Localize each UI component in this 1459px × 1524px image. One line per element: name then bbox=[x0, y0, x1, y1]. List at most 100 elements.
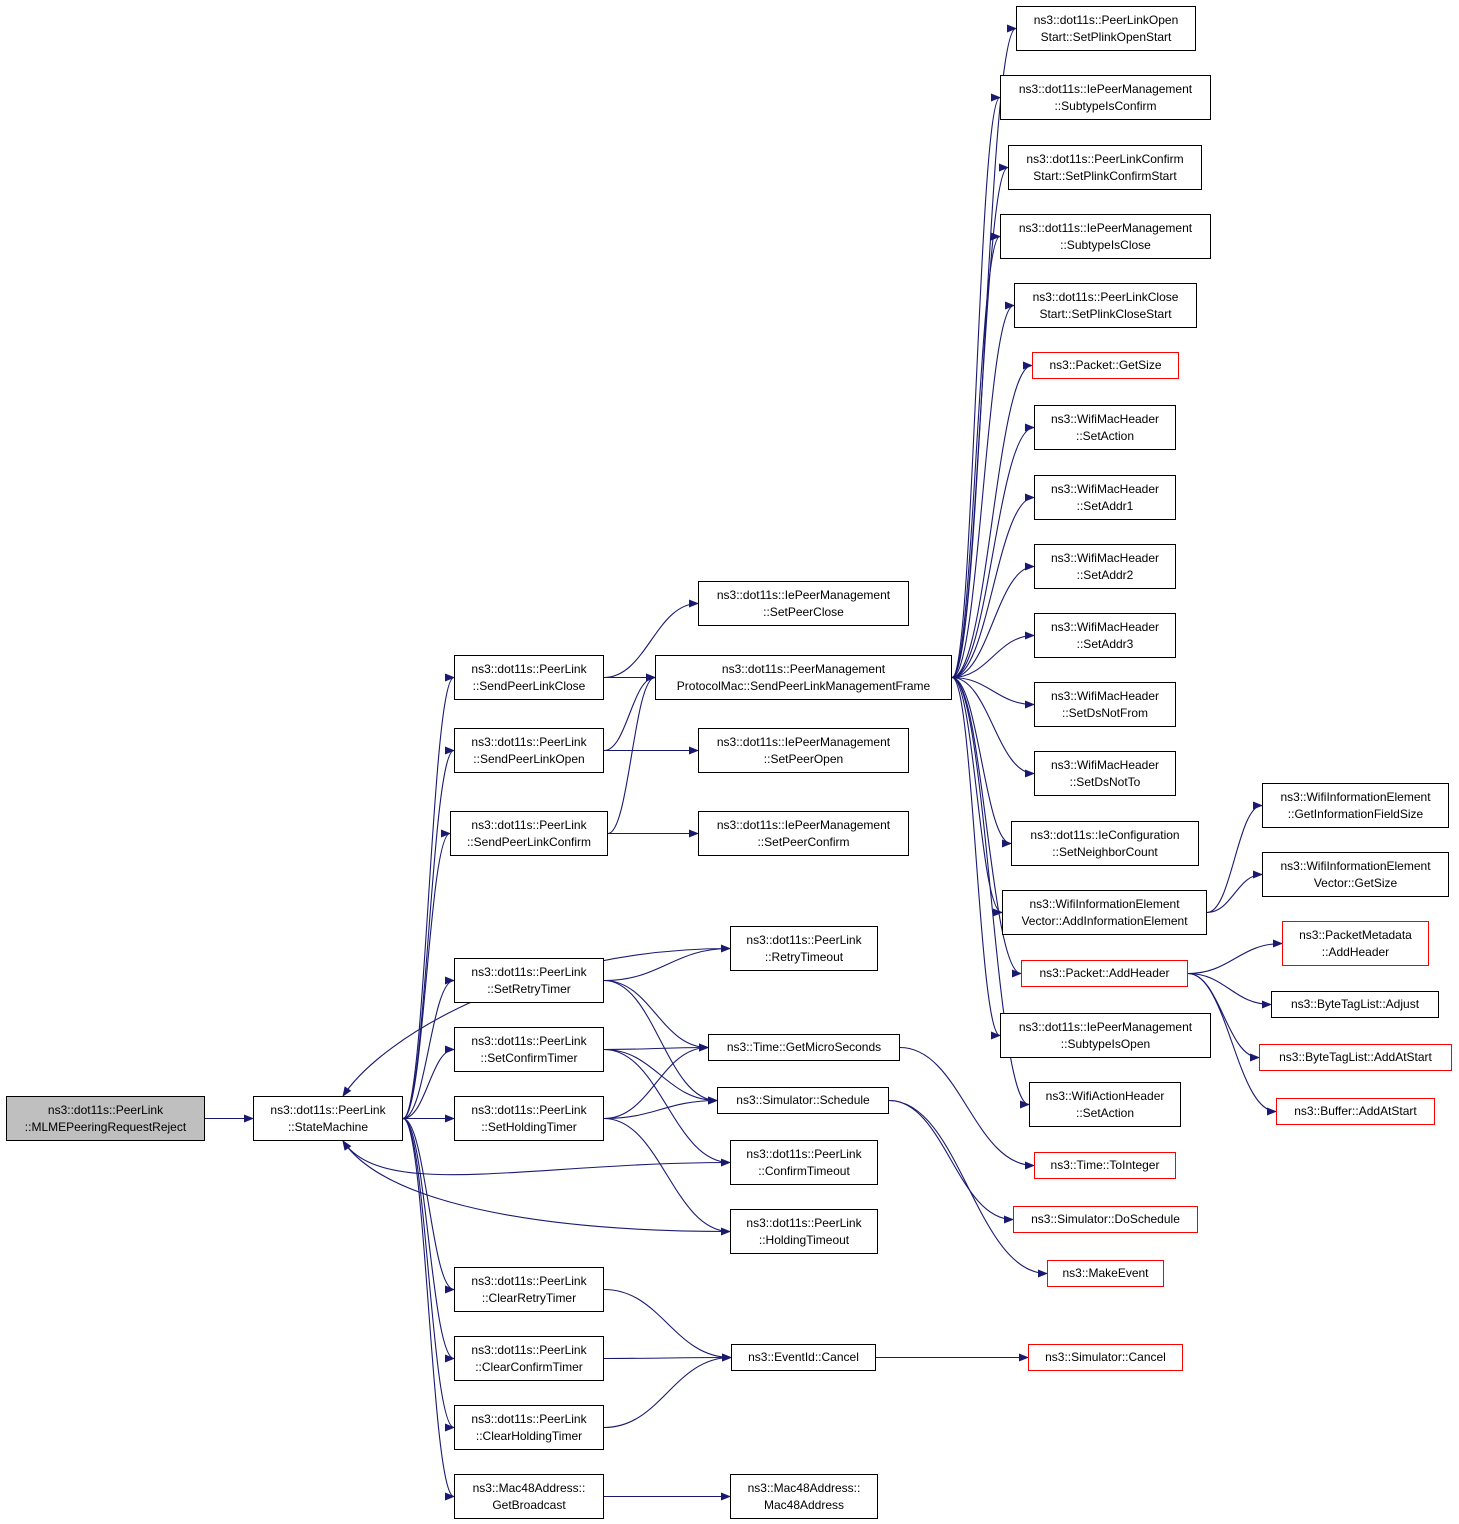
node-icsn[interactable]: ns3::dot11s::IeConfiguration::SetNeighbo… bbox=[1011, 821, 1199, 866]
node-label-line: ::GetInformationFieldSize bbox=[1287, 806, 1424, 821]
edge-sm-to-splo bbox=[402, 746, 455, 1120]
node-sm[interactable]: ns3::dot11s::PeerLink::StateMachine bbox=[253, 1096, 403, 1141]
node-wa2[interactable]: ns3::WifiMacHeader::SetAddr2 bbox=[1034, 544, 1176, 589]
edge-sm-to-cct bbox=[402, 1117, 455, 1363]
node-btla[interactable]: ns3::ByteTagList::Adjust bbox=[1271, 991, 1439, 1018]
node-label-line: ns3::dot11s::PeerLink bbox=[746, 1146, 862, 1161]
node-label-line: ::MLMEPeeringRequestReject bbox=[24, 1119, 187, 1134]
node-label-line: ns3::Time::ToInteger bbox=[1050, 1158, 1160, 1172]
edge-cct-to-evc bbox=[603, 1353, 732, 1362]
edge-splcf-to-pmp bbox=[607, 673, 656, 835]
node-label-line: ::RetryTimeout bbox=[764, 949, 844, 964]
node-ipmspc[interactable]: ns3::dot11s::IePeerManagement::SetPeerCl… bbox=[698, 581, 909, 626]
node-stio[interactable]: ns3::dot11s::IePeerManagement::SubtypeIs… bbox=[1000, 1013, 1211, 1058]
node-label-line: GetBroadcast bbox=[492, 1497, 566, 1512]
node-label-line: ::ConfirmTimeout bbox=[758, 1163, 850, 1178]
edge-hto-to-sm bbox=[342, 1140, 731, 1233]
node-label-line: ns3::dot11s::PeerLink bbox=[471, 1342, 587, 1357]
node-crt[interactable]: ns3::dot11s::PeerLink::ClearRetryTimer bbox=[454, 1267, 604, 1312]
node-m48[interactable]: ns3::Mac48Address::Mac48Address bbox=[730, 1474, 878, 1519]
node-label-line: ns3::dot11s::IePeerManagement bbox=[716, 587, 891, 602]
node-label-line: ns3::Buffer::AddAtStart bbox=[1294, 1104, 1417, 1118]
node-label-line: ns3::Mac48Address:: bbox=[747, 1480, 861, 1495]
node-label-line: ::ClearRetryTimer bbox=[481, 1290, 577, 1305]
edge-pmp-to-stio bbox=[951, 676, 1001, 1040]
node-label-line: ns3::dot11s::PeerLink bbox=[471, 964, 587, 979]
node-wa3[interactable]: ns3::WifiMacHeader::SetAddr3 bbox=[1034, 613, 1176, 658]
node-label-line: ns3::WifiMacHeader bbox=[1050, 757, 1160, 772]
node-label-line: ::SetRetryTimer bbox=[487, 981, 571, 996]
node-wdnf[interactable]: ns3::WifiMacHeader::SetDsNotFrom bbox=[1034, 682, 1176, 727]
node-wa1[interactable]: ns3::WifiMacHeader::SetAddr1 bbox=[1034, 475, 1176, 520]
node-srt[interactable]: ns3::dot11s::PeerLink::SetRetryTimer bbox=[454, 958, 604, 1003]
node-tti[interactable]: ns3::Time::ToInteger bbox=[1034, 1152, 1176, 1179]
node-wsa[interactable]: ns3::WifiMacHeader::SetAction bbox=[1034, 405, 1176, 450]
node-me[interactable]: ns3::MakeEvent bbox=[1047, 1260, 1164, 1287]
node-label-line: ns3::ByteTagList::Adjust bbox=[1290, 997, 1420, 1011]
node-label-line: ns3::WifiMacHeader bbox=[1050, 411, 1160, 426]
edge-pmp-to-wsa bbox=[951, 423, 1035, 679]
node-label-line: ns3::dot11s::PeerLinkClose bbox=[1032, 289, 1179, 304]
node-wgifs[interactable]: ns3::WifiInformationElement::GetInformat… bbox=[1262, 783, 1449, 828]
edge-splc-to-ipmspc bbox=[603, 599, 699, 679]
node-label-line: ns3::dot11s::PeerLink bbox=[471, 1273, 587, 1288]
node-cto[interactable]: ns3::dot11s::PeerLink::ConfirmTimeout bbox=[730, 1140, 878, 1185]
node-label-line: ns3::MakeEvent bbox=[1062, 1266, 1149, 1280]
node-stic[interactable]: ns3::dot11s::IePeerManagement::SubtypeIs… bbox=[1000, 75, 1211, 120]
node-label-line: ::AddHeader bbox=[1321, 944, 1390, 959]
edge-pmp-to-wa1 bbox=[951, 493, 1035, 679]
node-btlaas[interactable]: ns3::ByteTagList::AddAtStart bbox=[1259, 1044, 1452, 1071]
edge-pah-to-btla bbox=[1187, 972, 1272, 1009]
node-label-line: ns3::dot11s::PeerLink bbox=[471, 661, 587, 676]
node-sds[interactable]: ns3::Simulator::DoSchedule bbox=[1013, 1206, 1198, 1233]
node-rto[interactable]: ns3::dot11s::PeerLink::RetryTimeout bbox=[730, 926, 878, 971]
edge-cht-to-evc bbox=[603, 1353, 732, 1429]
node-label-line: ns3::dot11s::IePeerManagement bbox=[716, 817, 891, 832]
node-pah[interactable]: ns3::Packet::AddHeader bbox=[1021, 960, 1188, 987]
node-label-line: Vector::AddInformationElement bbox=[1021, 913, 1188, 928]
node-label-line: ::SubtypeIsOpen bbox=[1060, 1036, 1151, 1051]
edge-sht-to-gms bbox=[603, 1043, 709, 1120]
node-label-line: ns3::WifiInformationElement bbox=[1280, 789, 1431, 804]
node-cct[interactable]: ns3::dot11s::PeerLink::ClearConfirmTimer bbox=[454, 1336, 604, 1381]
edge-srt-to-rto bbox=[603, 944, 731, 982]
node-pgs[interactable]: ns3::Packet::GetSize bbox=[1032, 352, 1179, 379]
node-sched[interactable]: ns3::Simulator::Schedule bbox=[717, 1087, 889, 1114]
node-pmah[interactable]: ns3::PacketMetadata::AddHeader bbox=[1282, 921, 1429, 966]
node-gms[interactable]: ns3::Time::GetMicroSeconds bbox=[708, 1034, 900, 1061]
node-splo[interactable]: ns3::dot11s::PeerLink::SendPeerLinkOpen bbox=[454, 728, 604, 773]
node-sct[interactable]: ns3::dot11s::PeerLink::SetConfirmTimer bbox=[454, 1027, 604, 1072]
node-label-line: ns3::dot11s::IePeerManagement bbox=[1018, 1019, 1193, 1034]
node-label-line: ::HoldingTimeout bbox=[758, 1232, 850, 1247]
edge-pmp-to-wdnt bbox=[951, 676, 1035, 778]
node-label-line: ns3::dot11s::PeerLink bbox=[471, 1411, 587, 1426]
node-baas[interactable]: ns3::Buffer::AddAtStart bbox=[1276, 1098, 1435, 1125]
node-hto[interactable]: ns3::dot11s::PeerLink::HoldingTimeout bbox=[730, 1209, 878, 1254]
node-evc[interactable]: ns3::EventId::Cancel bbox=[731, 1344, 876, 1371]
node-gb[interactable]: ns3::Mac48Address::GetBroadcast bbox=[454, 1474, 604, 1519]
node-sc[interactable]: ns3::Simulator::Cancel bbox=[1028, 1344, 1183, 1371]
node-wahsa[interactable]: ns3::WifiActionHeader::SetAction bbox=[1029, 1082, 1181, 1127]
node-label-line: ::ClearHoldingTimer bbox=[475, 1428, 583, 1443]
node-wdnt[interactable]: ns3::WifiMacHeader::SetDsNotTo bbox=[1034, 751, 1176, 796]
node-label-line: ns3::dot11s::PeerLink bbox=[471, 1102, 587, 1117]
node-label-line: ns3::WifiMacHeader bbox=[1050, 688, 1160, 703]
node-cht[interactable]: ns3::dot11s::PeerLink::ClearHoldingTimer bbox=[454, 1405, 604, 1450]
node-splc[interactable]: ns3::dot11s::PeerLink::SendPeerLinkClose bbox=[454, 655, 604, 700]
edge-pah-to-pmah bbox=[1187, 939, 1283, 975]
node-splcf[interactable]: ns3::dot11s::PeerLink::SendPeerLinkConfi… bbox=[450, 811, 608, 856]
node-sticl[interactable]: ns3::dot11s::IePeerManagement::SubtypeIs… bbox=[1000, 214, 1211, 259]
node-sht[interactable]: ns3::dot11s::PeerLink::SetHoldingTimer bbox=[454, 1096, 604, 1141]
node-ipmspo[interactable]: ns3::dot11s::IePeerManagement::SetPeerOp… bbox=[698, 728, 909, 773]
edge-pmp-to-wa3 bbox=[951, 631, 1035, 679]
node-label-line: ::StateMachine bbox=[287, 1119, 369, 1134]
edge-sm-to-sct bbox=[402, 1045, 455, 1120]
node-ipmspcf[interactable]: ns3::dot11s::IePeerManagement::SetPeerCo… bbox=[698, 811, 909, 856]
edge-srt-to-sched bbox=[603, 979, 718, 1105]
